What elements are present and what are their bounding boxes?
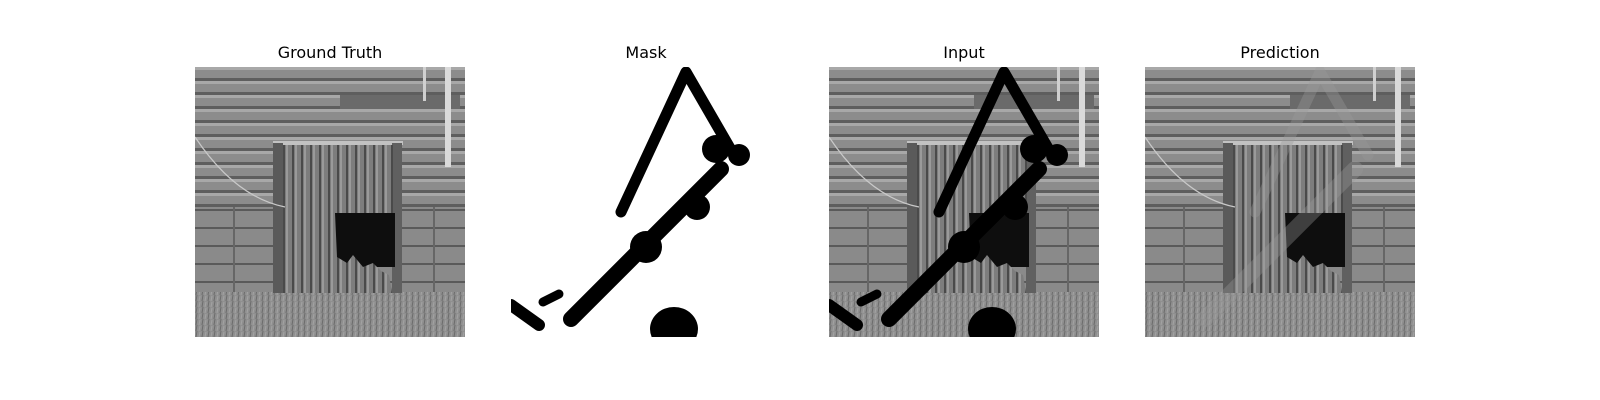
mask-image: [511, 67, 781, 337]
panel-title: Prediction: [1240, 43, 1320, 62]
ground-truth-panel: Ground Truth: [195, 0, 465, 400]
mask-panel: Mask: [511, 0, 781, 400]
input-panel: Input: [829, 0, 1099, 400]
input-image: [829, 67, 1099, 337]
ground-truth-image: [195, 67, 465, 337]
panel-title: Ground Truth: [277, 43, 383, 62]
prediction-panel: Prediction: [1145, 0, 1415, 400]
prediction-image: [1145, 67, 1415, 337]
panel-title: Mask: [625, 43, 667, 62]
panel-title: Input: [943, 43, 985, 62]
